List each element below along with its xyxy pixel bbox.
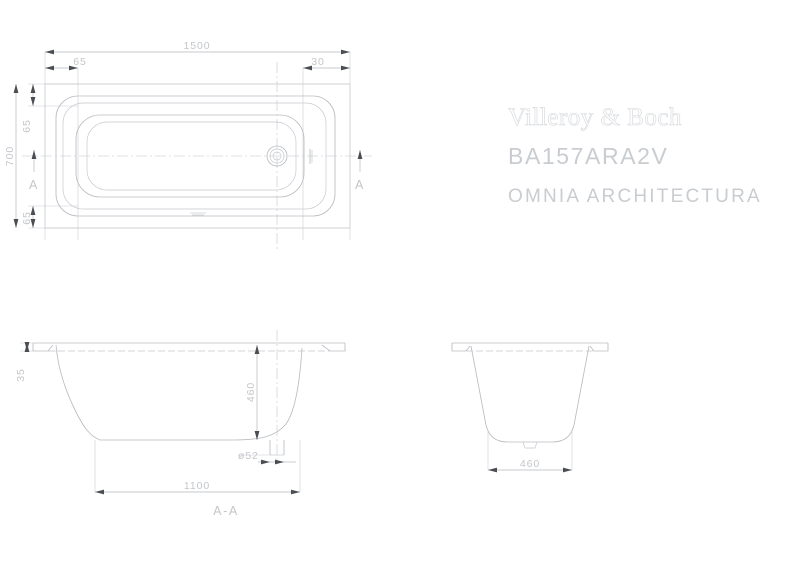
overflow-slot xyxy=(309,149,313,164)
dim-right-offset-text: 30 xyxy=(311,56,324,68)
dim-right-offset: 30 xyxy=(303,56,350,71)
end-view: 460 xyxy=(451,342,609,473)
dim-depth-text: 460 xyxy=(245,382,257,402)
section-right-rim-lip xyxy=(321,343,346,352)
dim-bottom-offset: 65 xyxy=(21,206,36,228)
dim-top-offset-text: 65 xyxy=(21,119,33,132)
dim-overall-length: 1500 xyxy=(45,40,350,55)
plan-rim-inner-edge xyxy=(62,102,327,210)
section-mark-left: A xyxy=(29,150,39,192)
end-left-rim-lip xyxy=(451,343,471,352)
plan-basin-floor-outline xyxy=(86,121,297,191)
dim-left-offset-text: 65 xyxy=(73,56,86,68)
dim-end-floor-width-text: 460 xyxy=(520,458,540,470)
dim-top-offset: 65 xyxy=(21,84,36,133)
end-basin-profile xyxy=(470,345,590,443)
dim-overall-width-text: 700 xyxy=(4,146,16,166)
drain-outlet xyxy=(266,145,288,167)
dim-overall-length-text: 1500 xyxy=(184,40,211,52)
dim-floor-length-text: 1100 xyxy=(184,480,210,492)
section-mark-right-label: A xyxy=(355,178,365,192)
dim-depth: 460 xyxy=(245,345,260,440)
end-right-rim-lip xyxy=(589,343,609,352)
dim-drain-diameter-text: ø52 xyxy=(238,450,259,462)
dim-overall-width: 700 xyxy=(4,84,19,228)
section-a-a-view: 35 460 ø52 1100 A-A xyxy=(15,330,346,518)
dim-rim-thickness: 35 xyxy=(15,342,30,382)
article-code: BA157ARA2V xyxy=(508,143,668,169)
series-name: OMNIA ARCHITECTURA xyxy=(508,186,762,207)
section-mark-right: A xyxy=(355,150,365,192)
end-drain-notch xyxy=(522,441,538,449)
title-block: Villeroy & Boch BA157ARA2V OMNIA ARCHITE… xyxy=(508,104,762,207)
dim-drain-diameter: ø52 xyxy=(238,450,296,465)
dim-bottom-offset-text: 65 xyxy=(21,211,33,224)
dim-floor-length: 1100 xyxy=(95,480,300,495)
brand-name: Villeroy & Boch xyxy=(508,104,682,131)
section-tub-profile xyxy=(55,344,303,441)
end-extension-lines xyxy=(487,430,573,470)
plan-view: 1500 65 30 700 65 65 A xyxy=(4,40,372,250)
section-extension-lines xyxy=(20,342,301,492)
dim-end-floor-width: 460 xyxy=(488,458,572,473)
section-view-label: A-A xyxy=(213,504,239,518)
dim-left-offset: 65 xyxy=(45,56,86,71)
dim-rim-thickness-text: 35 xyxy=(15,368,27,381)
section-mark-left-label: A xyxy=(29,178,39,192)
section-left-rim-lip xyxy=(32,343,54,352)
plan-basin-outline xyxy=(75,114,305,198)
plan-rim-outline xyxy=(55,95,336,217)
plan-bottom-marking xyxy=(190,212,206,216)
